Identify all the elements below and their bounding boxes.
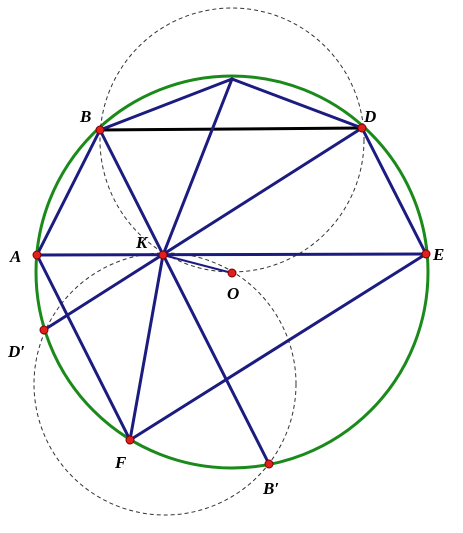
main-circle [34,74,430,470]
point-d-prime [39,325,49,335]
point-o [227,268,237,278]
segment-b-top [98,77,234,132]
segment-top-d [230,77,364,130]
label-d-prime: D′ [7,342,25,361]
segment-d-dprime [42,126,364,332]
point-k [158,250,168,260]
segment-ab [35,128,102,257]
label-e: E [432,245,444,264]
point-b-prime [264,459,274,469]
segment-top-k [161,77,234,257]
label-k: K [135,233,149,252]
point-f [125,435,135,445]
segment-ko [162,254,233,274]
label-o: O [227,284,239,303]
dashed-circle-upper [99,7,365,273]
label-f: F [114,453,127,472]
label-b-prime: B′ [262,479,279,498]
chord-bd [99,126,363,132]
label-a: A [9,247,21,266]
point-b [95,125,105,135]
segments [35,77,428,466]
segment-fe [128,252,428,442]
point-a [32,250,42,260]
label-b: B [79,107,91,126]
points [32,123,431,469]
label-d: D [363,107,376,126]
point-e [421,249,431,259]
segment-ae [35,252,428,257]
segment-de [360,126,428,256]
segment-kf [128,253,165,442]
point-d [357,123,367,133]
segment-af [35,253,132,442]
dashed-circle-lower [33,252,297,516]
segment-b-bprime [98,128,271,466]
